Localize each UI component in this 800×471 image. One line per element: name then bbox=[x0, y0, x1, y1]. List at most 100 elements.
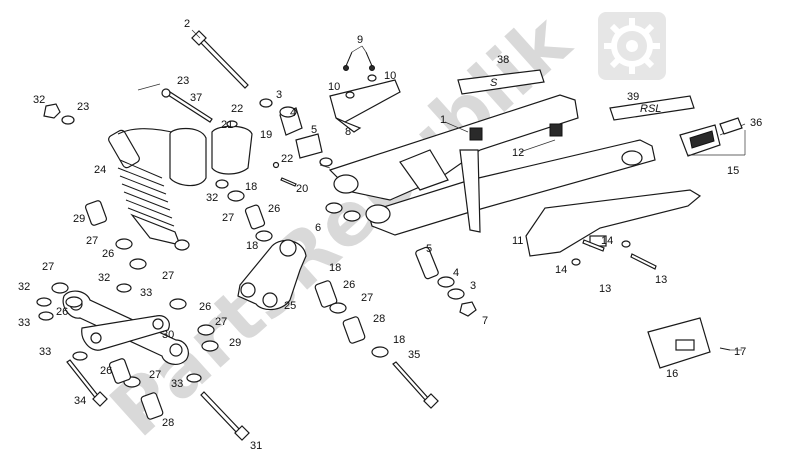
callout-11: 11 bbox=[512, 235, 523, 247]
callout-23b: 23 bbox=[77, 101, 89, 113]
callout-5b: 5 bbox=[426, 243, 432, 255]
callout-29b: 29 bbox=[229, 337, 241, 349]
callout-37: 37 bbox=[190, 92, 202, 104]
reservoir-clamp bbox=[211, 125, 253, 175]
callout-14a: 14 bbox=[555, 264, 567, 276]
callout-16: 16 bbox=[666, 368, 678, 380]
decal-38-text: S bbox=[490, 77, 498, 89]
bolt-35 bbox=[392, 361, 439, 409]
callout-33d: 33 bbox=[171, 378, 183, 390]
callout-labels: 2 9 38 10 10 8 23 37 22 21 3 4 32 23 19 … bbox=[18, 18, 762, 452]
callout-7: 7 bbox=[482, 315, 488, 327]
callout-27e: 27 bbox=[361, 292, 373, 304]
callout-33a: 33 bbox=[140, 287, 152, 299]
callout-14b: 14 bbox=[601, 235, 613, 247]
callout-3a: 3 bbox=[276, 89, 282, 101]
callout-26a: 26 bbox=[268, 203, 280, 215]
pivot-spacers-top bbox=[259, 98, 323, 159]
callout-34: 34 bbox=[74, 395, 86, 407]
callout-33b: 33 bbox=[18, 317, 30, 329]
callout-26b: 26 bbox=[102, 248, 114, 260]
left-bushings bbox=[36, 200, 219, 420]
callout-13b: 13 bbox=[655, 274, 667, 286]
callout-5a: 5 bbox=[311, 124, 317, 136]
callout-30: 30 bbox=[162, 329, 174, 341]
callout-28a: 28 bbox=[373, 313, 385, 325]
bolt-34 bbox=[66, 359, 108, 407]
callout-25: 25 bbox=[284, 300, 296, 312]
callout-27f: 27 bbox=[215, 316, 227, 328]
chain-guide bbox=[329, 79, 401, 133]
callout-13a: 13 bbox=[599, 283, 611, 295]
callout-27c: 27 bbox=[42, 261, 54, 273]
callout-27g: 27 bbox=[149, 369, 161, 381]
callout-31: 31 bbox=[250, 440, 262, 452]
linkage-spacers bbox=[215, 157, 361, 242]
decal-39-text: RSL bbox=[640, 103, 661, 115]
clamp-bolts bbox=[226, 120, 297, 187]
callout-38: 38 bbox=[497, 54, 509, 66]
callout-17: 17 bbox=[734, 346, 746, 358]
callout-22b: 22 bbox=[281, 153, 293, 165]
pivot-spacers-bottom bbox=[415, 246, 477, 317]
callout-33c: 33 bbox=[39, 346, 51, 358]
callout-1: 1 bbox=[440, 114, 446, 126]
callout-26d: 26 bbox=[199, 301, 211, 313]
callout-27b: 27 bbox=[86, 235, 98, 247]
callout-12: 12 bbox=[512, 147, 524, 159]
callout-10b: 10 bbox=[384, 70, 396, 82]
nut-washer-top-left bbox=[43, 103, 75, 125]
screws-9 bbox=[343, 51, 377, 99]
shock-absorber bbox=[108, 127, 207, 251]
callout-18b: 18 bbox=[246, 240, 258, 252]
chain-guard bbox=[525, 189, 702, 257]
bolt-37 bbox=[161, 88, 213, 123]
callout-36: 36 bbox=[750, 117, 762, 129]
callout-6: 6 bbox=[315, 222, 321, 234]
callout-32d: 32 bbox=[18, 281, 30, 293]
callout-9: 9 bbox=[357, 34, 363, 46]
callout-32b: 32 bbox=[206, 192, 218, 204]
tie-rods bbox=[62, 290, 189, 365]
callout-18d: 18 bbox=[393, 334, 405, 346]
callout-19: 19 bbox=[260, 129, 272, 141]
rocker-linkage bbox=[237, 239, 307, 311]
callout-18a: 18 bbox=[245, 181, 257, 193]
decal-38: S bbox=[457, 69, 545, 95]
callout-4b: 4 bbox=[453, 267, 459, 279]
callout-23a: 23 bbox=[177, 75, 189, 87]
swingarm bbox=[328, 94, 656, 236]
bolt-31 bbox=[200, 391, 250, 441]
callout-20: 20 bbox=[296, 183, 308, 195]
callout-28b: 28 bbox=[162, 417, 174, 429]
callout-32c: 32 bbox=[98, 272, 110, 284]
callout-26c: 26 bbox=[343, 279, 355, 291]
callout-8: 8 bbox=[345, 126, 351, 138]
callout-35: 35 bbox=[408, 349, 420, 361]
leader-lines bbox=[137, 29, 742, 351]
gear-icon bbox=[598, 12, 666, 80]
pivot-bolt bbox=[191, 30, 249, 89]
callout-10a: 10 bbox=[328, 81, 340, 93]
callout-18c: 18 bbox=[329, 262, 341, 274]
callout-26f: 26 bbox=[100, 365, 112, 377]
chain-roller-bracket bbox=[647, 317, 731, 369]
callout-4a: 4 bbox=[290, 107, 296, 119]
callout-26e: 26 bbox=[56, 306, 68, 318]
callout-29a: 29 bbox=[73, 213, 85, 225]
callout-21: 21 bbox=[221, 119, 233, 131]
chain-slider-block bbox=[679, 117, 746, 157]
callout-24: 24 bbox=[94, 164, 106, 176]
callout-27a: 27 bbox=[222, 212, 234, 224]
callout-22a: 22 bbox=[231, 103, 243, 115]
chain-guard-bolts bbox=[571, 239, 657, 270]
callout-15: 15 bbox=[727, 165, 739, 177]
callout-2: 2 bbox=[184, 18, 190, 30]
watermark-text: PartsRepublik bbox=[94, 0, 587, 453]
callout-27d: 27 bbox=[162, 270, 174, 282]
callout-3b: 3 bbox=[470, 280, 476, 292]
callout-39: 39 bbox=[627, 91, 639, 103]
decal-39: RSL bbox=[609, 95, 695, 121]
lower-right-bushings bbox=[314, 280, 389, 358]
callout-32a: 32 bbox=[33, 94, 45, 106]
